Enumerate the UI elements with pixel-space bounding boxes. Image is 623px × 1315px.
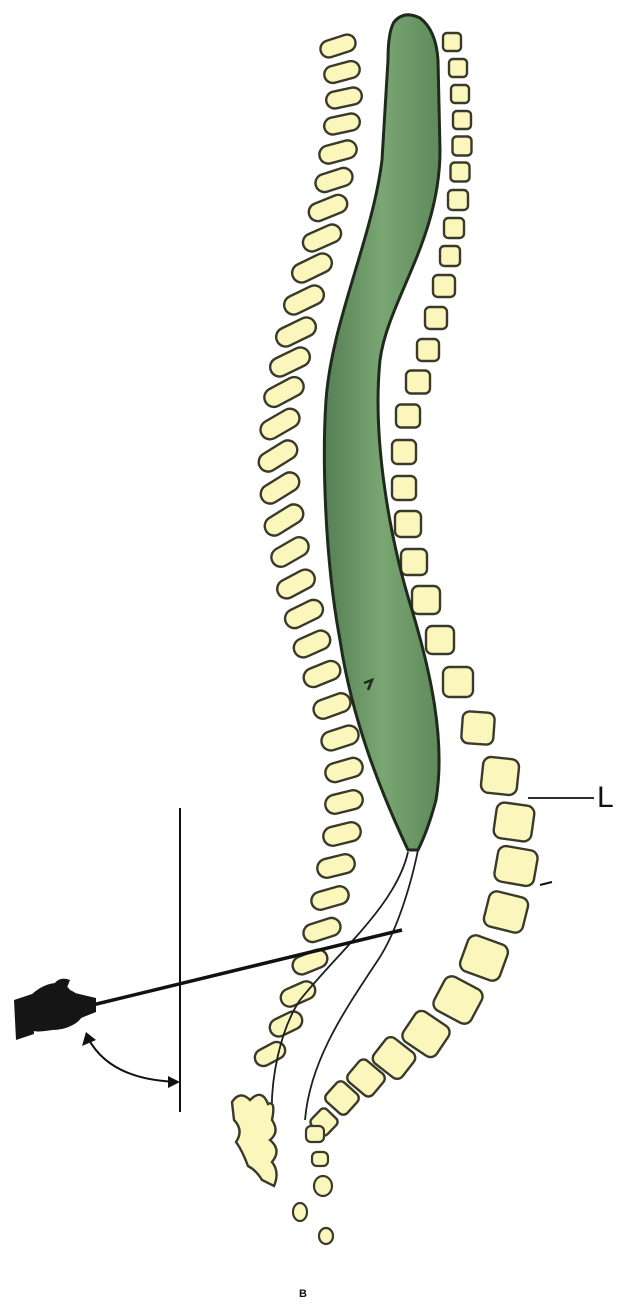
vertebral-body	[480, 756, 520, 796]
vertebral-body	[443, 667, 473, 697]
spinous-process	[311, 691, 353, 722]
vertebral-body	[443, 33, 461, 51]
vertebral-body	[453, 111, 471, 129]
spinous-process	[274, 566, 318, 602]
needle-hub-icon	[14, 979, 96, 1040]
vertebral-body	[451, 85, 469, 103]
spinous-process	[267, 344, 313, 379]
spinous-process	[257, 405, 303, 442]
spinous-process	[273, 314, 319, 349]
spinous-process	[252, 1039, 288, 1069]
spinous-process	[300, 222, 344, 255]
vertebral-body	[493, 802, 536, 843]
vertebral-body	[431, 973, 486, 1026]
spinous-process	[268, 534, 312, 570]
vertebral-body	[396, 405, 420, 428]
arc-arrowhead-end-icon	[168, 1076, 180, 1088]
vertebral-body	[401, 549, 427, 575]
spinous-process	[301, 916, 343, 945]
vertebral-body	[449, 59, 467, 77]
spinous-process	[255, 437, 301, 475]
coccyx	[293, 1176, 333, 1244]
spinous-process	[315, 852, 356, 880]
vertebral-body	[458, 933, 510, 983]
vertebral-body	[453, 137, 472, 156]
vertebral-body	[392, 476, 416, 500]
vertebral-body	[426, 626, 454, 654]
vertebral-body	[412, 586, 440, 614]
tick-mark	[540, 882, 552, 885]
spinous-process	[309, 884, 350, 912]
sacrum	[232, 1095, 277, 1186]
angle-arc	[88, 1038, 178, 1082]
spinous-process	[261, 374, 307, 410]
lumbar-label: L	[597, 783, 614, 813]
vertebral-body	[425, 307, 447, 329]
vertebral-body	[451, 163, 470, 182]
vertebral-body	[433, 275, 455, 297]
spinous-process	[261, 501, 307, 539]
spinous-process	[321, 820, 362, 848]
sacral-segments	[306, 1126, 328, 1166]
spinous-process	[323, 788, 364, 816]
spinous-process	[282, 597, 326, 632]
vertebral-body	[406, 371, 430, 394]
spinous-process	[291, 628, 333, 661]
vertebral-body	[392, 440, 416, 464]
spinous-process	[267, 1008, 305, 1039]
spinous-process	[323, 756, 365, 785]
spinous-process	[322, 59, 361, 85]
spinous-process	[323, 112, 362, 136]
spinous-process	[313, 166, 355, 195]
arc-arrowhead-icon	[82, 1032, 96, 1046]
spinous-process	[306, 192, 350, 224]
vertebral-body	[461, 711, 495, 745]
vertebral-body	[482, 890, 530, 935]
vertebral-body	[448, 190, 468, 210]
vertebral-body	[444, 218, 464, 238]
spinous-process	[319, 723, 361, 753]
spinal-cord	[324, 15, 440, 850]
vertebral-body	[395, 511, 421, 537]
spinous-process	[289, 250, 335, 285]
vertebral-body	[417, 339, 439, 361]
vertebral-body	[440, 246, 460, 266]
spinous-process	[318, 32, 357, 59]
vertebral-body	[493, 845, 539, 887]
spinous-process	[257, 469, 303, 507]
panel-label: B	[299, 1289, 307, 1300]
spinous-process	[301, 658, 343, 690]
spinous-process	[325, 86, 364, 110]
spinous-process	[281, 282, 327, 317]
spinous-process	[278, 978, 318, 1009]
spinous-process	[317, 138, 358, 165]
